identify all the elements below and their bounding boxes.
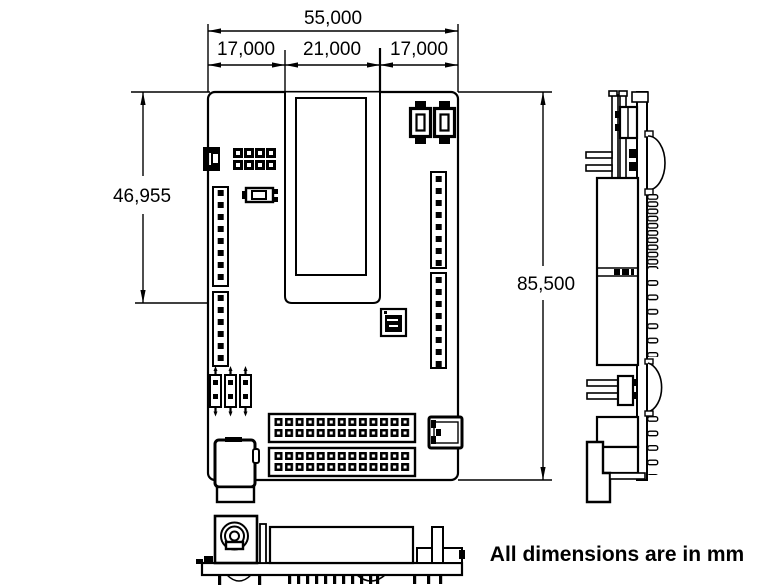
- side-pins-lower: [586, 374, 638, 407]
- side-header-strip: [611, 94, 619, 179]
- smd-component: [242, 186, 278, 204]
- pin-header-left-lower: [212, 291, 229, 367]
- dual-row-header-upper: [267, 412, 417, 444]
- dim-label-center-width: 21,000: [303, 39, 361, 60]
- chip: [379, 307, 408, 338]
- dim-label-total-height: 85,500: [517, 274, 575, 295]
- bottom-pins: [218, 574, 443, 585]
- side-pin-comb-low: [647, 415, 659, 475]
- push-button-left: [408, 99, 433, 146]
- side-connector-block: [595, 176, 640, 367]
- board-side-view: [585, 90, 666, 504]
- bottom-long-connector: [268, 525, 415, 565]
- side-pins-upper: [585, 149, 637, 172]
- card-slot: [284, 92, 381, 304]
- bottom-board-strip: [200, 561, 464, 577]
- board-top-view: [203, 90, 464, 504]
- dim-width-total: 55,000: [208, 8, 458, 34]
- dim-label-slot-height: 46,955: [113, 186, 171, 207]
- dual-row-header-lower: [267, 446, 417, 478]
- dim-label-right-width: 17,000: [390, 39, 448, 60]
- dim-label-total-width: 55,000: [304, 8, 362, 29]
- side-dome-upper: [644, 130, 666, 196]
- edge-switch: [203, 147, 220, 171]
- power-jack: [213, 437, 260, 504]
- pin-header-right-lower: [430, 272, 447, 369]
- side-bottom-blocks: [585, 415, 646, 504]
- dim-label-left-width: 17,000: [217, 39, 275, 60]
- push-button-right: [432, 99, 457, 146]
- dim-width-sections: 17,000 21,000 17,000: [208, 39, 458, 68]
- pin-header-left-upper: [212, 186, 229, 287]
- side-top-component: [615, 105, 639, 140]
- side-dome-lower: [644, 358, 663, 417]
- dimension-annotations: 55,000 17,000 21,000 17,000 46,955: [113, 8, 575, 481]
- bottom-power-jack: [213, 514, 259, 565]
- board-bottom-view: [196, 514, 465, 585]
- units-note: All dimensions are in mm: [490, 543, 744, 566]
- dim-height-slot: 46,955: [113, 92, 171, 303]
- pin-header-right-upper: [430, 171, 447, 269]
- bottom-post: [259, 523, 267, 564]
- side-pin-comb-dense: [647, 193, 659, 269]
- side-pin-comb-sparse: [647, 279, 659, 357]
- usb-connector: [427, 415, 464, 450]
- dim-height-total: 85,500: [517, 92, 575, 480]
- jumper-block: [209, 365, 252, 418]
- bottom-right-components: [416, 526, 465, 564]
